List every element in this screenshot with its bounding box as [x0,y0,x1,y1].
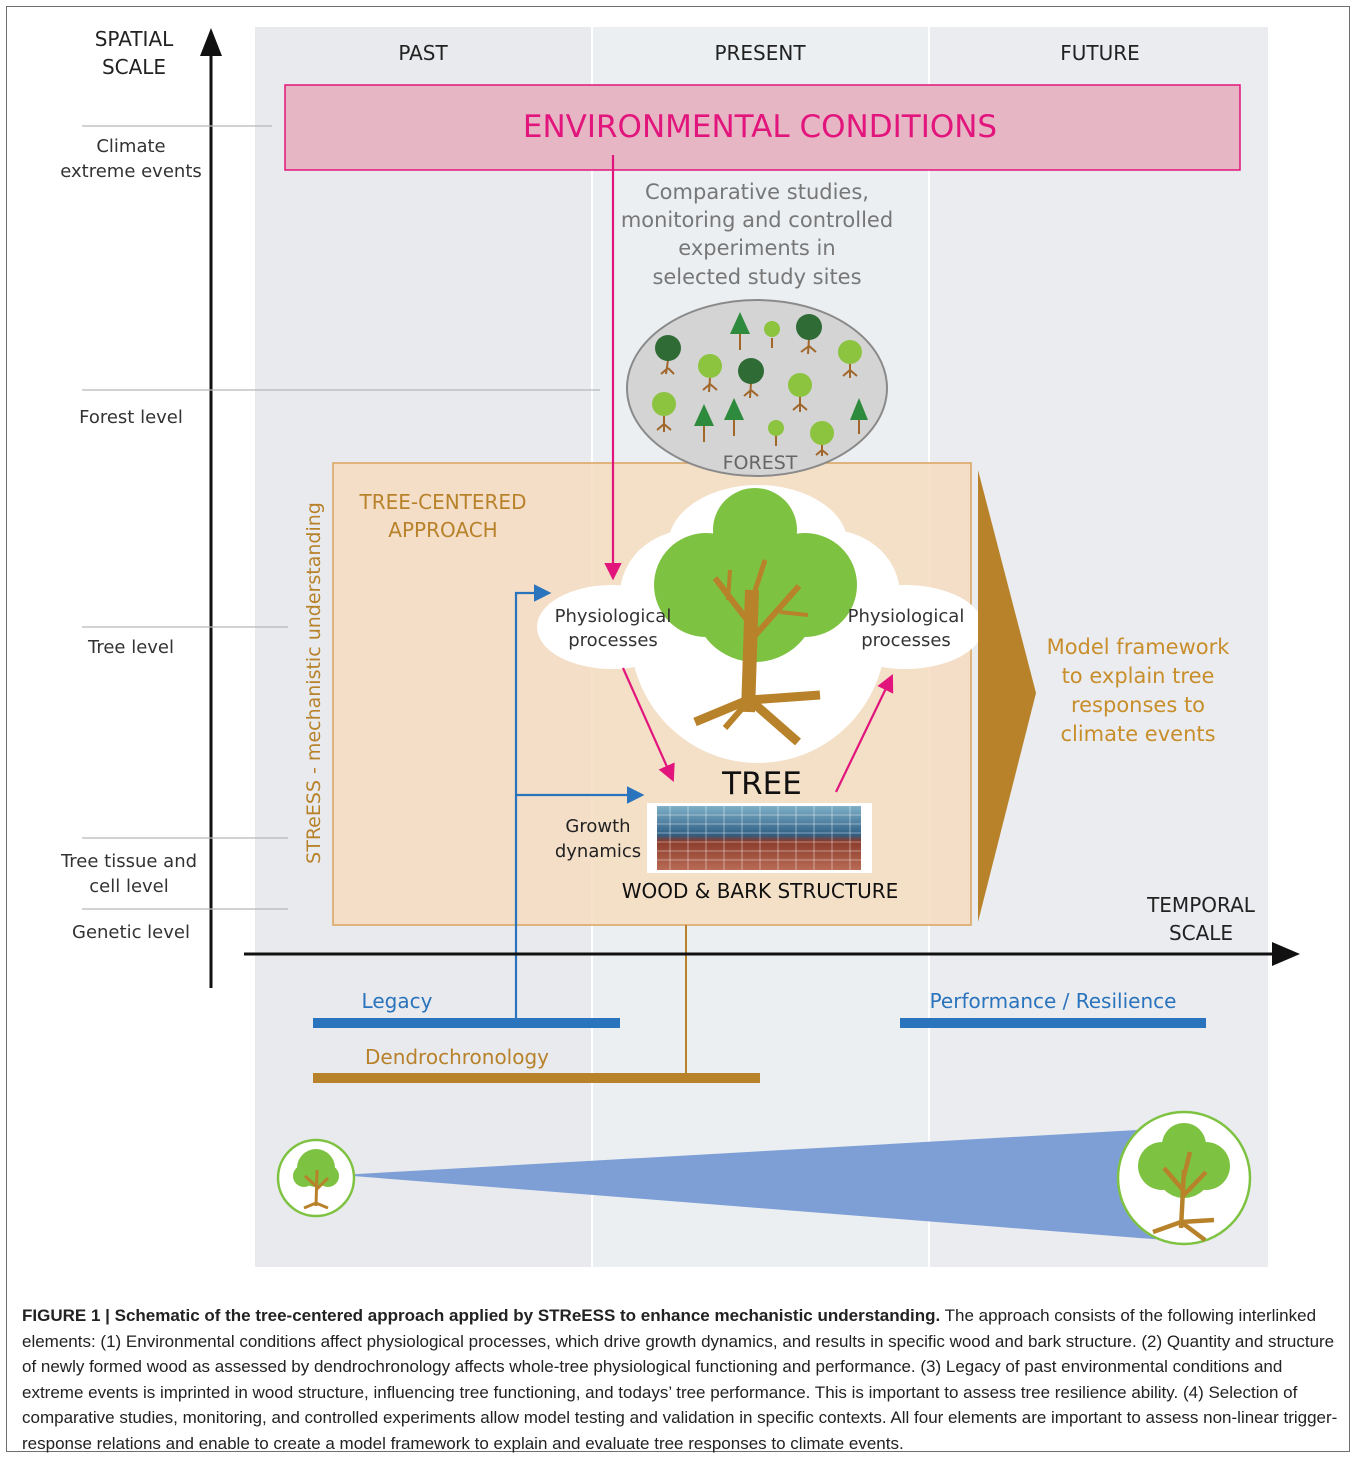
level-tissue-1: Tree tissue and [60,851,197,872]
forest-trees [652,312,868,456]
figure-caption: FIGURE 1 | Schematic of the tree-centere… [22,1303,1338,1456]
forest-tree-icon [652,392,676,432]
model-framework-2: to explain tree [1062,664,1215,688]
model-framework-1: Model framework [1047,635,1231,659]
dendrochronology-bar [313,1073,760,1083]
growth-dynamics-2: dynamics [555,841,641,862]
forest-tree-icon [838,340,862,378]
wood-bark-label: WOOD & BARK STRUCTURE [622,879,899,903]
streess-label: STReESS - mechanistic understanding [303,502,325,864]
growth-wedge [340,1127,1190,1242]
performance-bar [900,1018,1206,1028]
column-label-future: FUTURE [1060,41,1140,65]
column-label-present: PRESENT [714,41,806,65]
temporal-axis-label-2: SCALE [1169,921,1233,945]
temporal-axis-arrowhead [1272,942,1300,966]
caption-title: FIGURE 1 | Schematic of the tree-centere… [22,1306,941,1325]
forest-tree-icon [768,420,784,446]
wood-cells [657,806,861,870]
level-climate-2: extreme events [60,161,202,182]
performance-label: Performance / Resilience [930,989,1177,1013]
forest-tree-icon [655,335,681,375]
model-framework-4: climate events [1060,722,1215,746]
level-genetic: Genetic level [72,922,190,943]
growth-dynamics-1: Growth [565,816,630,837]
tree-label: TREE [721,766,802,802]
forest-label: FOREST [723,452,798,474]
forest-conifer-icon [850,398,868,434]
physiology-to-tree-arrow [621,667,675,783]
physiological-left-1: Physiological [555,606,672,627]
comparative-line-2: monitoring and controlled [621,208,893,232]
spatial-axis-arrowhead [200,28,222,56]
tree-centered-label-1: TREE-CENTERED [359,490,527,514]
comparative-line-4: selected study sites [652,265,861,289]
forest-conifer-icon [724,398,744,436]
environmental-conditions-box [284,84,1241,171]
small-tree-circle [276,1138,356,1218]
forest-tree-icon [810,421,834,456]
level-tissue-2: cell level [89,876,169,897]
physiological-right-1: Physiological [848,606,965,627]
legacy-connector-line [514,584,552,1020]
model-framework-arrow [978,470,1036,922]
wood-bark-image [657,806,861,870]
forest-tree-icon [738,358,764,399]
figure-frame [6,6,1350,1452]
forest-tree-icon [788,373,812,412]
diagram: PAST PRESENT FUTURE SPATIAL SCALE Climat… [60,27,1300,1267]
forest-tree-icon [764,321,780,348]
comparative-line-1: Comparative studies, [645,180,869,204]
tree-to-physiology-arrow [835,674,894,793]
column-label-past: PAST [398,41,448,65]
legacy-bar [313,1018,620,1028]
physiological-right-2: processes [861,630,951,651]
large-tree-circle [1116,1110,1252,1246]
legacy-label: Legacy [362,989,433,1013]
level-tree: Tree level [87,637,174,658]
environmental-conditions-label: ENVIRONMENTAL CONDITIONS [523,109,997,145]
model-framework-3: responses to [1071,693,1205,717]
spatial-axis-label-1: SPATIAL [95,27,174,51]
spatial-axis-label-2: SCALE [102,55,166,79]
comparative-line-3: experiments in [678,236,835,260]
forest-tree-icon [796,314,822,355]
level-forest: Forest level [79,407,183,428]
forest-conifer-icon [730,312,750,350]
tree-centered-label-2: APPROACH [388,518,497,542]
forest-ellipse [626,299,888,477]
forest-conifer-icon [694,404,714,442]
temporal-axis-label-1: TEMPORAL [1146,893,1256,917]
level-climate-1: Climate [96,136,165,157]
forest-tree-icon [698,354,722,393]
physiological-left-2: processes [568,630,658,651]
dendrochronology-label: Dendrochronology [365,1045,549,1069]
big-tree [654,488,857,746]
caption-text: The approach consists of the following i… [22,1306,1338,1453]
